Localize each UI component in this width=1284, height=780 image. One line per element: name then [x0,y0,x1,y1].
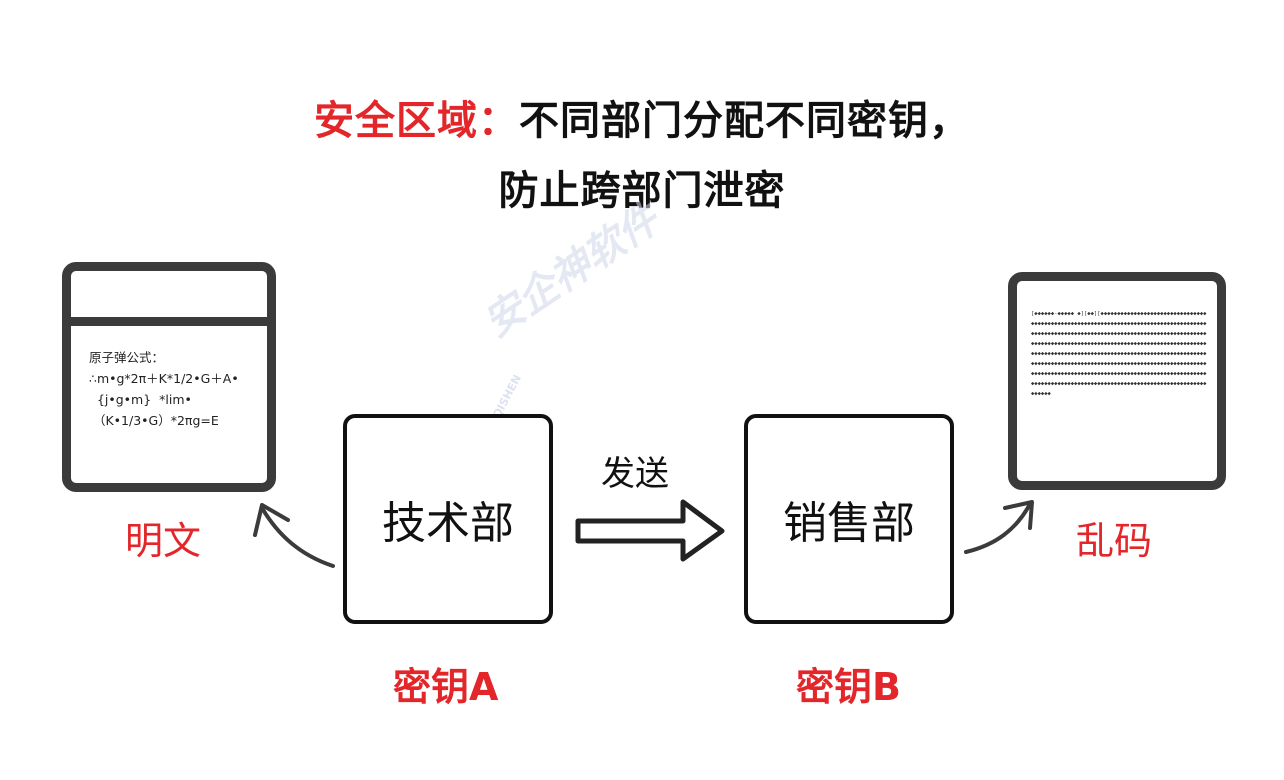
plaintext-document: 原子弹公式： ∴m•g*2π＋K*1/2•G＋A• {j•g•m} *lim• … [62,262,276,492]
page-title-line1: 安全区域：不同部门分配不同密钥， [0,88,1284,146]
garbled-content: [◆◆◆◆◆◆-◆◆◆◆◆ ◆][◆◆][◆◆◆◆◆◆◆◆◆◆◆◆◆◆◆◆◆◆◆… [1031,311,1207,397]
title-text: 不同部门分配不同密钥， [519,98,970,144]
arrowhead-plaintext [253,503,290,537]
arrowhead-ciphertext [1003,500,1034,530]
tech-department-box: 技术部 [343,414,553,624]
curved-arrow-to-plaintext [260,506,335,568]
key-a-label: 密钥A [393,665,499,709]
curved-arrow-to-ciphertext [964,502,1032,554]
send-label: 发送 [601,454,669,494]
key-b-label: 密钥B [796,665,901,709]
title-highlight: 安全区域： [314,98,519,144]
send-arrow [575,499,725,562]
document-header-bar [71,317,267,326]
plaintext-label: 明文 [125,519,202,563]
sales-department-box: 销售部 [744,414,954,624]
sales-department-label: 销售部 [783,498,915,549]
ciphertext-label: 乱码 [1076,519,1153,563]
ciphertext-document: [◆◆◆◆◆◆-◆◆◆◆◆ ◆][◆◆][◆◆◆◆◆◆◆◆◆◆◆◆◆◆◆◆◆◆◆… [1008,272,1226,490]
plaintext-content: 原子弹公式： ∴m•g*2π＋K*1/2•G＋A• {j•g•m} *lim• … [89,350,239,428]
page-title-line2: 防止跨部门泄密 [498,168,786,214]
tech-department-label: 技术部 [382,498,514,549]
